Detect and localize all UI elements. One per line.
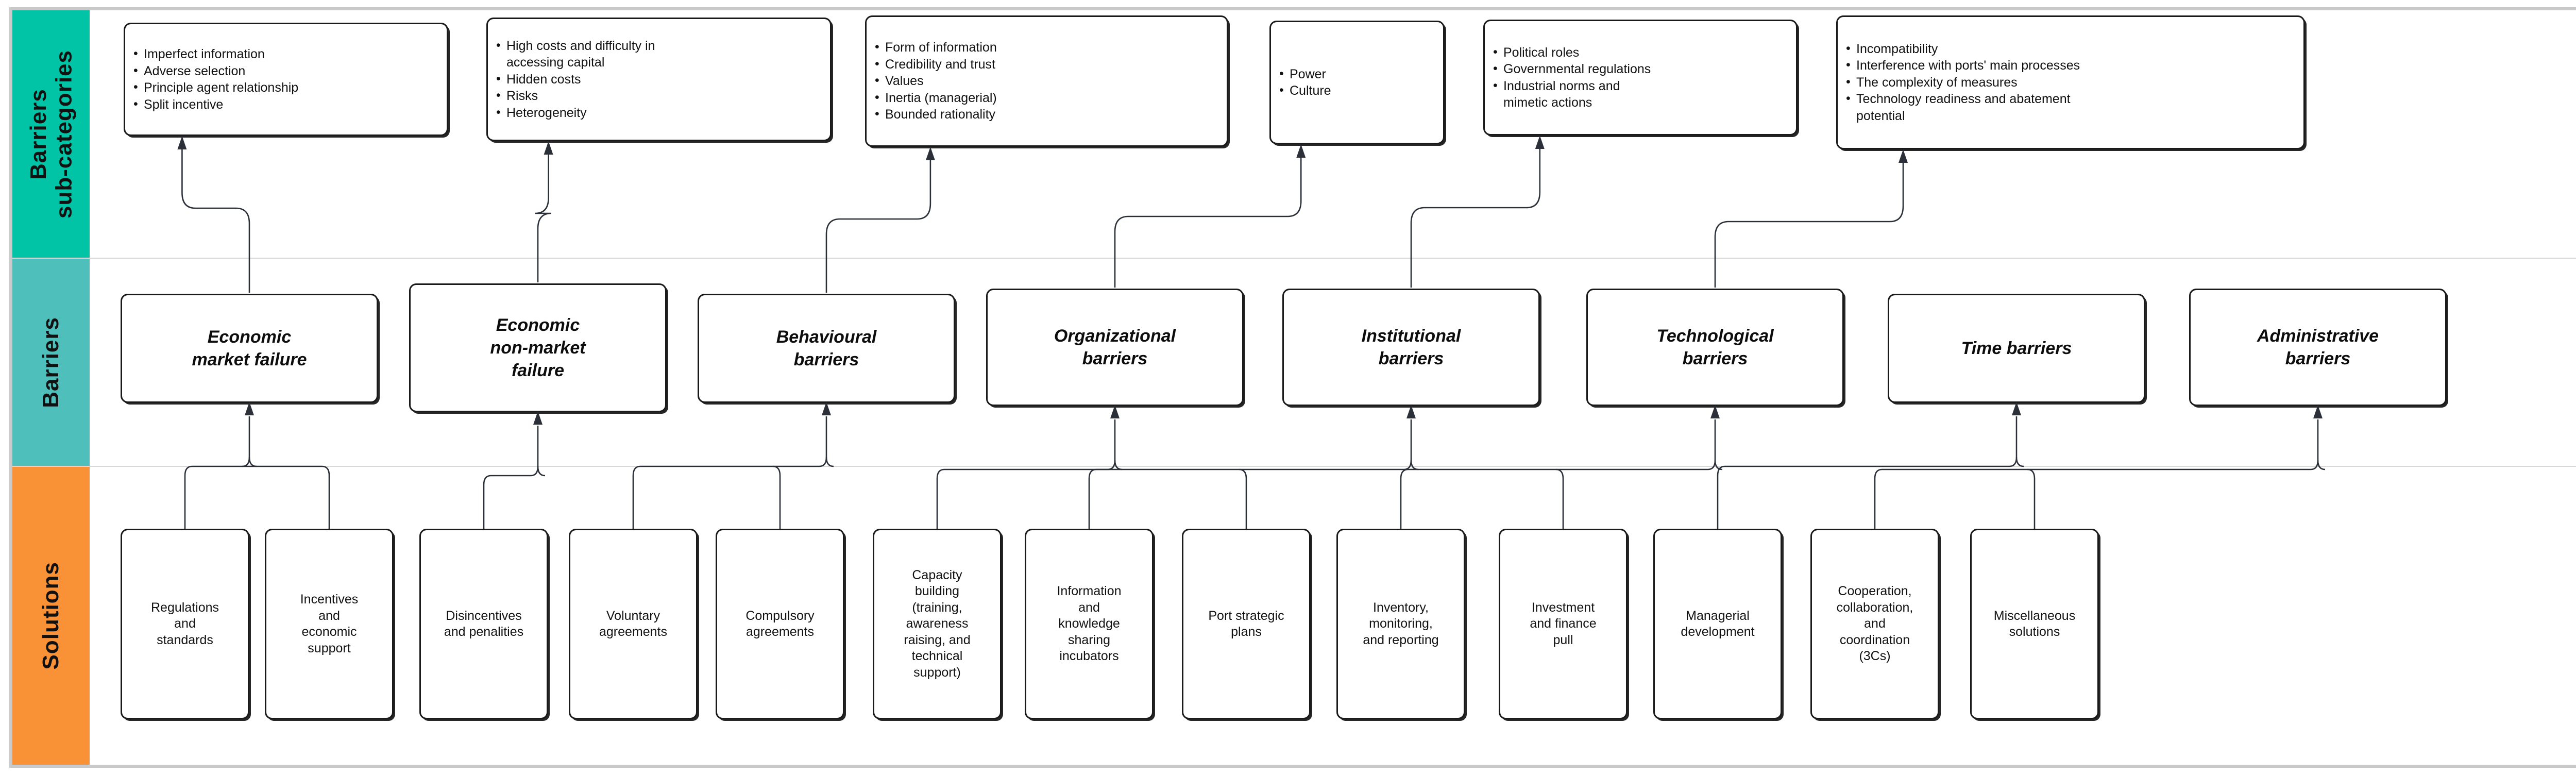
solution-label: Cooperation, collaboration, and coordina… xyxy=(1836,584,1913,664)
barrier-label: Time barriers xyxy=(1961,338,2072,358)
subcategory-list-item: Bounded rationality xyxy=(874,106,997,123)
barrier-label: Behavioural barriers xyxy=(776,327,877,369)
barrier-label: Organizational barriers xyxy=(1054,326,1176,368)
subcategory-list-item: Form of information xyxy=(874,39,997,56)
subcategory-list-item: Inertia (managerial) xyxy=(874,89,997,107)
solution-compulsory-agreements[interactable]: Compulsory agreements xyxy=(716,529,844,719)
subcategory-list-item: Political roles xyxy=(1492,44,1651,61)
solution-disincentives-and-penalities[interactable]: Disincentives and penalities xyxy=(419,529,548,719)
subcategory-list-item: Principle agent relationship xyxy=(132,79,298,96)
solution-information-knowledge-sharing-incubators[interactable]: Information and knowledge sharing incuba… xyxy=(1025,529,1154,719)
solution-managerial-development[interactable]: Managerial development xyxy=(1653,529,1782,719)
row-label-barriers: Barriers xyxy=(12,259,90,466)
subcategory-list-item: Hidden costs xyxy=(495,71,655,88)
barrier-label: Economic market failure xyxy=(192,327,307,369)
row-barriers-subcategories: Barriers sub-categories Imperfect inform… xyxy=(12,10,2576,258)
solution-label: Disincentives and penalities xyxy=(444,608,524,640)
barrier-label: Institutional barriers xyxy=(1361,326,1461,368)
sub-institutional[interactable]: Political rolesGovernmental regulationsI… xyxy=(1483,20,1798,136)
barrier-economic-market-failure[interactable]: Economic market failure xyxy=(121,294,378,403)
barrier-technological[interactable]: Technological barriers xyxy=(1586,289,1844,406)
subcategory-list-item: Governmental regulations xyxy=(1492,60,1651,78)
subcategory-list-item: Interference with ports' main processes xyxy=(1845,57,2080,74)
sub-behavioural[interactable]: Form of informationCredibility and trust… xyxy=(865,15,1228,147)
subcategory-list-item: Adverse selection xyxy=(132,62,298,80)
barrier-organizational[interactable]: Organizational barriers xyxy=(986,289,1244,406)
sub-organizational[interactable]: PowerCulture xyxy=(1269,21,1445,144)
subcategory-list-item: Risks xyxy=(495,87,655,105)
solution-inventory-monitoring-reporting[interactable]: Inventory, monitoring, and reporting xyxy=(1336,529,1465,719)
solution-capacity-building[interactable]: Capacity building (training, awareness r… xyxy=(873,529,1002,719)
sub-technological[interactable]: IncompatibilityInterference with ports' … xyxy=(1836,15,2305,149)
subcategory-list-item: Technology readiness and abatement poten… xyxy=(1845,90,2080,124)
subcategory-list-item: Heterogeneity xyxy=(495,104,655,122)
subcategory-list-item: Values xyxy=(874,72,997,90)
subcategory-list-item: Industrial norms and mimetic actions xyxy=(1492,77,1651,111)
solution-label: Incentives and economic support xyxy=(300,592,359,655)
solution-label: Compulsory agreements xyxy=(745,608,815,640)
subcategory-list-item: High costs and difficulty in accessing c… xyxy=(495,37,655,71)
sub-economic-market-failure[interactable]: Imperfect informationAdverse selectionPr… xyxy=(124,23,448,136)
subcategory-list-item: Split incentive xyxy=(132,96,298,113)
solution-label: Miscellaneous solutions xyxy=(1993,608,2076,640)
subcategory-list-item: Culture xyxy=(1278,82,1331,99)
sub-economic-non-market-failure[interactable]: High costs and difficulty in accessing c… xyxy=(486,18,832,141)
subcategory-list: High costs and difficulty in accessing c… xyxy=(495,37,655,122)
subcategory-list-item: Power xyxy=(1278,65,1331,83)
barrier-time[interactable]: Time barriers xyxy=(1888,294,2145,403)
solution-voluntary-agreements[interactable]: Voluntary agreements xyxy=(569,529,698,719)
row-label-text-solutions: Solutions xyxy=(38,562,64,670)
subcategory-list: PowerCulture xyxy=(1278,65,1331,99)
barrier-administrative[interactable]: Administrative barriers xyxy=(2189,289,2447,406)
diagram-frame: Barriers sub-categories Imperfect inform… xyxy=(9,7,2576,768)
solution-label: Inventory, monitoring, and reporting xyxy=(1363,600,1439,647)
barrier-label: Technological barriers xyxy=(1656,326,1774,368)
row-label-text-subcategories: Barriers sub-categories xyxy=(25,49,76,218)
row-label-text-barriers: Barriers xyxy=(38,316,64,408)
solution-port-strategic-plans[interactable]: Port strategic plans xyxy=(1182,529,1311,719)
row-solutions: Solutions Regulations and standards Incen… xyxy=(12,467,2576,765)
solution-investment-and-finance-pull[interactable]: Investment and finance pull xyxy=(1499,529,1628,719)
subcategory-list: Political rolesGovernmental regulationsI… xyxy=(1492,44,1651,111)
barrier-label: Economic non-market failure xyxy=(490,315,586,381)
subcategory-list-item: Incompatibility xyxy=(1845,40,2080,58)
solution-label: Investment and finance pull xyxy=(1530,600,1597,647)
barrier-label: Administrative barriers xyxy=(2257,326,2379,368)
solution-label: Regulations and standards xyxy=(150,600,219,647)
row-label-barriers-subcategories: Barriers sub-categories xyxy=(12,10,90,258)
subcategory-list: Imperfect informationAdverse selectionPr… xyxy=(132,45,298,113)
solution-label: Information and knowledge sharing incuba… xyxy=(1057,584,1122,664)
solution-cooperation-collaboration-coordination[interactable]: Cooperation, collaboration, and coordina… xyxy=(1810,529,1939,719)
solution-label: Port strategic plans xyxy=(1208,608,1284,640)
solution-miscellaneous-solutions[interactable]: Miscellaneous solutions xyxy=(1970,529,2099,719)
subcategory-list: IncompatibilityInterference with ports' … xyxy=(1845,40,2080,125)
subcategory-list: Form of informationCredibility and trust… xyxy=(874,39,997,123)
row-label-solutions: Solutions xyxy=(12,467,90,765)
subcategory-list-item: Credibility and trust xyxy=(874,56,997,73)
solution-label: Capacity building (training, awareness r… xyxy=(904,567,971,680)
barrier-economic-non-market-failure[interactable]: Economic non-market failure xyxy=(409,283,667,412)
subcategory-list-item: The complexity of measures xyxy=(1845,74,2080,91)
solution-regulations-and-standards[interactable]: Regulations and standards xyxy=(121,529,249,719)
solution-label: Managerial development xyxy=(1681,608,1755,640)
subcategories-canvas: Imperfect informationAdverse selectionPr… xyxy=(90,10,2576,258)
solution-label: Voluntary agreements xyxy=(599,608,668,640)
subcategory-list-item: Imperfect information xyxy=(132,45,298,63)
barriers-canvas: Economic market failure Economic non-mark… xyxy=(90,259,2576,466)
barrier-institutional[interactable]: Institutional barriers xyxy=(1282,289,1540,406)
solution-incentives-and-economic-support[interactable]: Incentives and economic support xyxy=(265,529,394,719)
barrier-behavioural[interactable]: Behavioural barriers xyxy=(698,294,955,403)
solutions-canvas: Regulations and standards Incentives and … xyxy=(90,467,2576,765)
